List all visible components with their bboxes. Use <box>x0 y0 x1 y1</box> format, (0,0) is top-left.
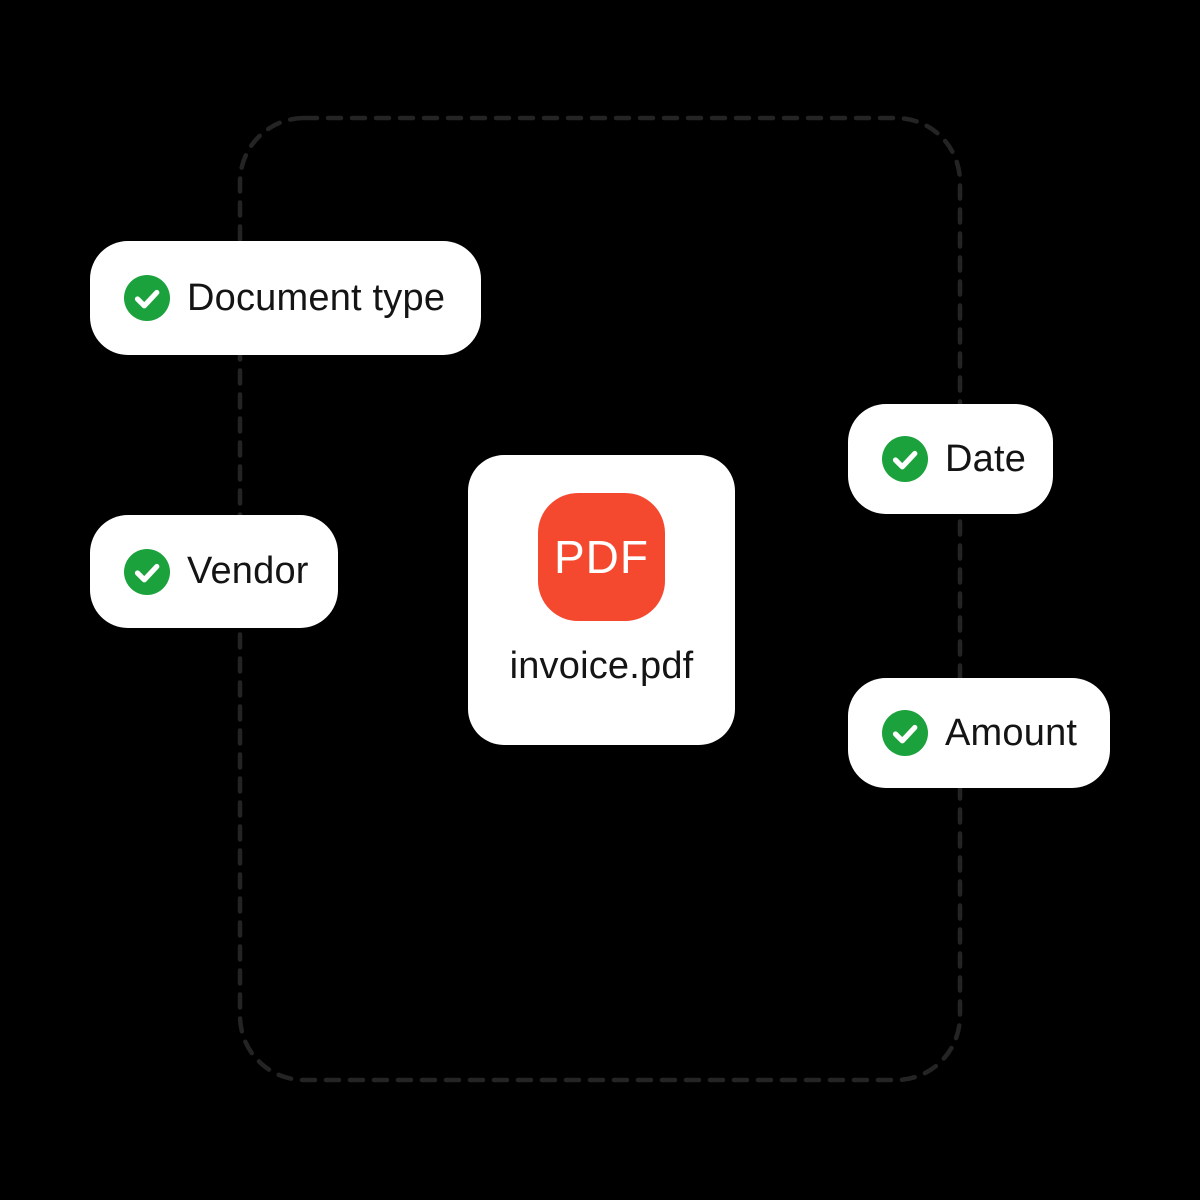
chip-amount: Amount <box>848 678 1110 788</box>
chip-vendor: Vendor <box>90 515 338 628</box>
check-circle-icon <box>882 710 928 756</box>
pdf-file-icon: PDF <box>538 493 665 621</box>
check-circle-icon <box>124 275 170 321</box>
file-card: PDF invoice.pdf <box>468 455 735 745</box>
check-circle-icon <box>882 436 928 482</box>
chip-date: Date <box>848 404 1053 514</box>
filename-label: invoice.pdf <box>509 645 694 687</box>
chip-document-type: Document type <box>90 241 481 355</box>
chip-label: Vendor <box>187 550 309 592</box>
check-circle-icon <box>124 548 170 595</box>
pdf-badge-label: PDF <box>554 531 649 583</box>
chip-label: Amount <box>945 711 1078 754</box>
chip-label: Date <box>945 437 1027 480</box>
chip-label: Document type <box>187 276 446 319</box>
